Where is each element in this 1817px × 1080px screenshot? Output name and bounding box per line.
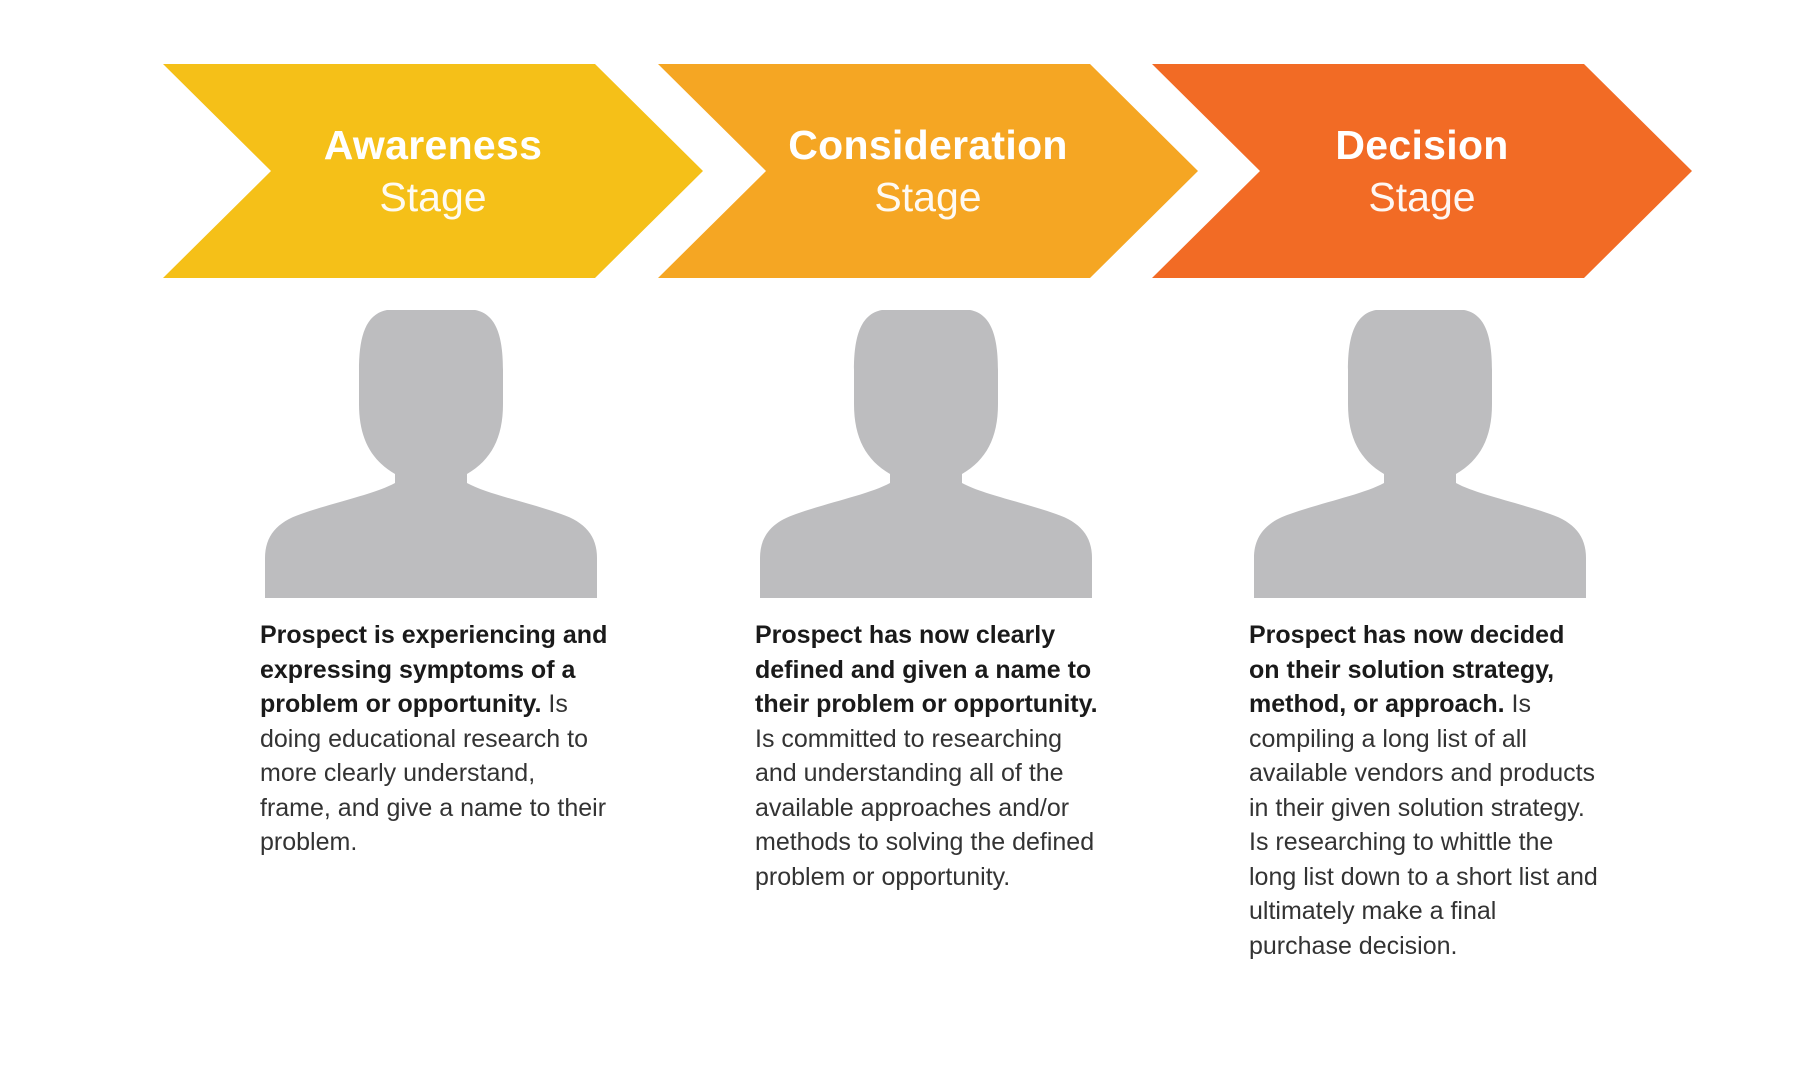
description-body: Is committed to researching and understa… [755,724,1095,891]
arrow-shape-consideration [658,64,1198,278]
person-silhouette-icon [265,308,597,598]
arrow-shape-awareness [163,64,703,278]
stage-arrows-row: Awareness Stage Consideration Stage Deci… [0,0,1817,300]
stage-arrow-awareness: Awareness Stage [163,64,703,278]
stage-description-consideration: Prospect has now clearly defined and giv… [755,618,1105,894]
arrow-shape-decision [1152,64,1692,278]
stage-description-decision: Prospect has now decided on their soluti… [1249,618,1599,963]
stage-subtitle-awareness: Stage [379,174,487,220]
person-silhouette-icon [760,308,1092,598]
stage-title-decision: Decision [1335,122,1509,168]
stage-arrow-consideration: Consideration Stage [658,64,1198,278]
description-lead: Prospect is experiencing and expressing … [260,621,608,718]
person-silhouette-icon [1254,308,1586,598]
description-lead: Prospect has now decided on their soluti… [1249,621,1565,718]
description-body: Is compiling a long list of all availabl… [1249,690,1598,960]
stage-subtitle-decision: Stage [1368,174,1476,220]
stage-description-awareness: Prospect is experiencing and expressing … [260,618,610,860]
description-body: Is doing educational research to more cl… [260,690,607,856]
stage-title-consideration: Consideration [788,122,1068,168]
description-lead: Prospect has now clearly defined and giv… [755,621,1098,718]
stage-title-awareness: Awareness [323,122,543,168]
stage-subtitle-consideration: Stage [874,174,982,220]
stage-arrow-decision: Decision Stage [1152,64,1692,278]
